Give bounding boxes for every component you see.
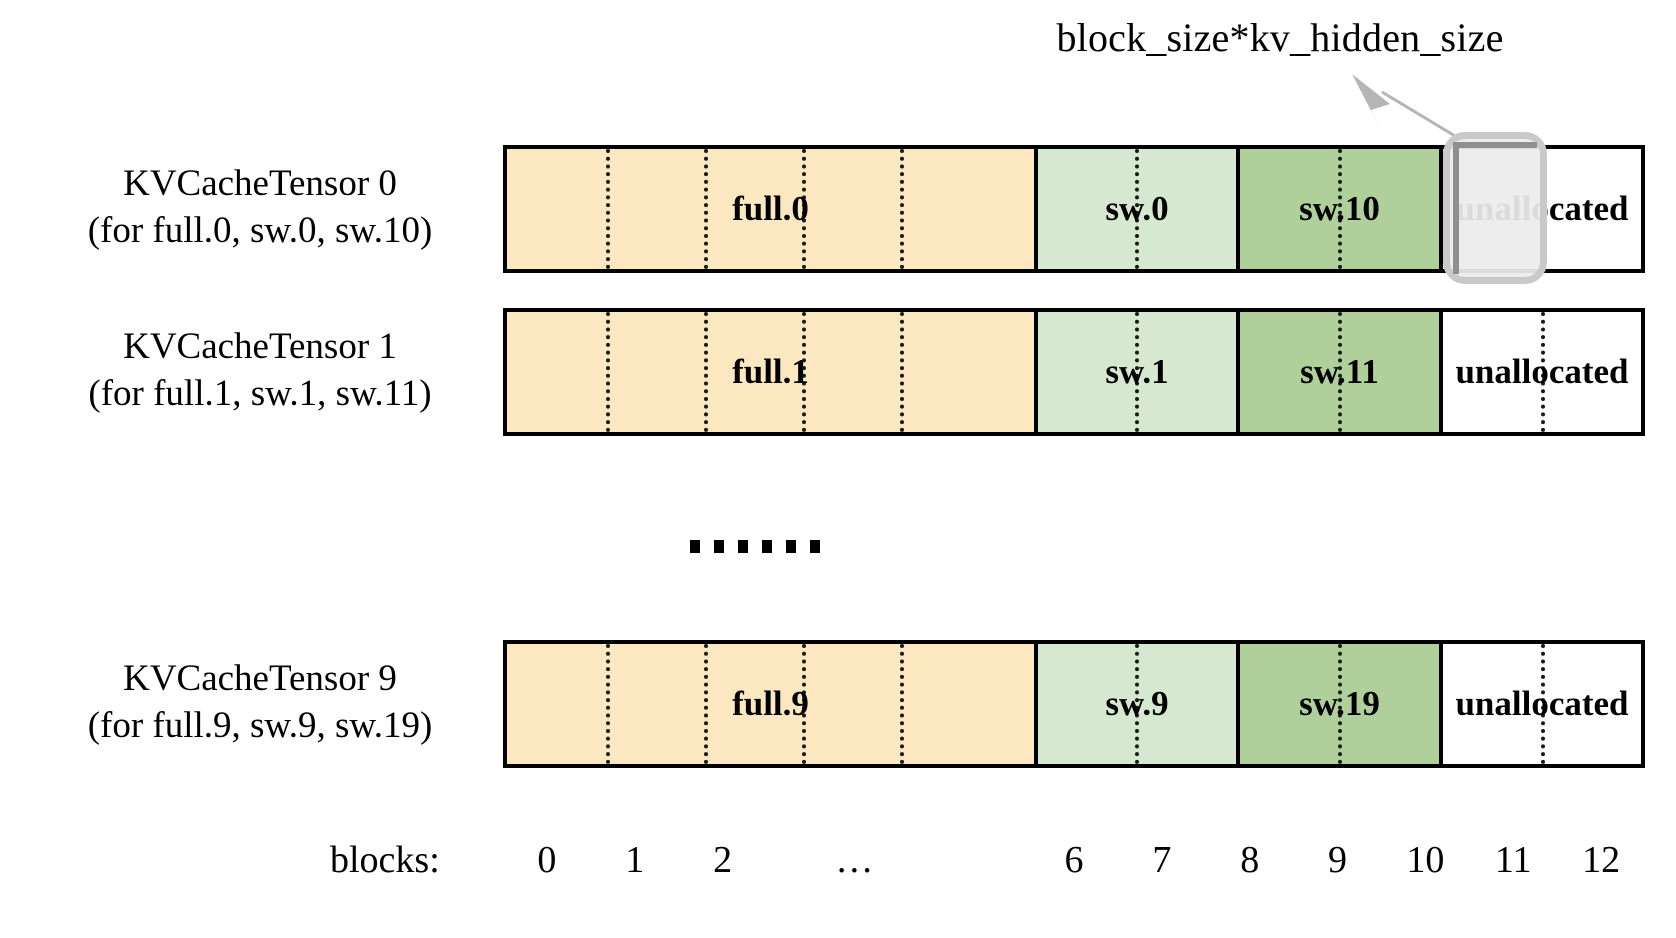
- segment-full-9-label: full.9: [732, 683, 809, 723]
- row-label-0-line1: KVCacheTensor 0: [123, 163, 397, 204]
- kvcachetensor-bar-1[interactable]: full.1 sw.1 sw.11 unallocated: [503, 308, 1645, 436]
- block-divider: [802, 312, 806, 432]
- segment-sw-dark-1-label: sw.11: [1300, 351, 1379, 391]
- segment-unallocated-9[interactable]: unallocated: [1443, 644, 1641, 764]
- block-divider: [802, 644, 806, 764]
- ellipsis-dot: [810, 540, 820, 553]
- ellipsis-dot: [762, 540, 772, 553]
- block-divider: [900, 312, 904, 432]
- segment-full-0-label: full.0: [732, 188, 809, 228]
- segment-full-9[interactable]: full.9: [507, 644, 1038, 764]
- block-divider: [1541, 644, 1545, 764]
- block-tick-3: …: [835, 839, 874, 881]
- block-divider: [1135, 149, 1139, 269]
- block-divider: [704, 312, 708, 432]
- segment-sw-light-9[interactable]: sw.9: [1038, 644, 1240, 764]
- segment-sw-dark-9-label: sw.19: [1299, 683, 1380, 723]
- ellipsis-dot: [786, 540, 796, 553]
- row-label-0: KVCacheTensor 0 (for full.0, sw.0, sw.10…: [30, 160, 490, 254]
- callout-label: block_size*kv_hidden_size: [1056, 15, 1504, 60]
- row-label-1-line2: (for full.1, sw.1, sw.11): [88, 373, 432, 414]
- segment-full-1[interactable]: full.1: [507, 312, 1038, 432]
- segment-sw-light-0[interactable]: sw.0: [1038, 149, 1240, 269]
- block-divider: [802, 149, 806, 269]
- rows-ellipsis: [690, 540, 820, 553]
- segment-sw-light-9-label: sw.9: [1105, 683, 1169, 723]
- block-tick-7: 9: [1328, 839, 1348, 881]
- row-label-9-line1: KVCacheTensor 9: [123, 658, 397, 699]
- block-tick-1: 1: [625, 839, 645, 881]
- block-tick-8: 10: [1406, 839, 1445, 881]
- block-divider: [704, 149, 708, 269]
- block-tick-0: 0: [537, 839, 557, 881]
- block-divider: [606, 644, 610, 764]
- block-divider: [1135, 312, 1139, 432]
- segment-sw-light-0-label: sw.0: [1105, 188, 1169, 228]
- segment-sw-light-1[interactable]: sw.1: [1038, 312, 1240, 432]
- highlighted-block-callout[interactable]: [1443, 132, 1547, 284]
- block-tick-4: 6: [1064, 839, 1084, 881]
- kvcachetensor-bar-9[interactable]: full.9 sw.9 sw.19 unallocated: [503, 640, 1645, 768]
- segment-sw-dark-9[interactable]: sw.19: [1240, 644, 1443, 764]
- row-label-0-line2: (for full.0, sw.0, sw.10): [87, 210, 433, 251]
- segment-unallocated-1-label: unallocated: [1455, 351, 1629, 391]
- segment-sw-dark-0-label: sw.10: [1299, 188, 1380, 228]
- block-divider: [1338, 149, 1342, 269]
- segment-sw-dark-0[interactable]: sw.10: [1240, 149, 1443, 269]
- block-divider: [704, 644, 708, 764]
- block-divider: [1338, 312, 1342, 432]
- highlight-inner-left-edge: [1453, 142, 1459, 274]
- block-divider: [900, 149, 904, 269]
- segment-sw-light-1-label: sw.1: [1105, 351, 1169, 391]
- row-label-1-line1: KVCacheTensor 1: [123, 326, 397, 367]
- block-divider: [606, 312, 610, 432]
- highlight-inner-top-edge: [1453, 142, 1537, 148]
- segment-full-1-label: full.1: [732, 351, 809, 391]
- block-divider: [900, 644, 904, 764]
- block-divider: [1135, 644, 1139, 764]
- block-tick-5: 7: [1152, 839, 1172, 881]
- row-label-1: KVCacheTensor 1 (for full.1, sw.1, sw.11…: [30, 323, 490, 417]
- segment-full-0[interactable]: full.0: [507, 149, 1038, 269]
- segment-sw-dark-1[interactable]: sw.11: [1240, 312, 1443, 432]
- ellipsis-dot: [738, 540, 748, 553]
- block-divider: [1338, 644, 1342, 764]
- block-divider: [1541, 312, 1545, 432]
- block-divider: [606, 149, 610, 269]
- blocks-axis-caption: blocks:: [330, 839, 440, 881]
- row-label-9: KVCacheTensor 9 (for full.9, sw.9, sw.19…: [30, 655, 490, 749]
- ellipsis-dot: [690, 540, 700, 553]
- block-tick-9: 11: [1494, 839, 1532, 881]
- ellipsis-dot: [714, 540, 724, 553]
- row-label-9-line2: (for full.9, sw.9, sw.19): [87, 705, 433, 746]
- block-tick-2: 2: [713, 839, 733, 881]
- segment-unallocated-9-label: unallocated: [1455, 683, 1629, 723]
- block-tick-10: 12: [1582, 839, 1621, 881]
- segment-unallocated-1[interactable]: unallocated: [1443, 312, 1641, 432]
- block-tick-6: 8: [1240, 839, 1260, 881]
